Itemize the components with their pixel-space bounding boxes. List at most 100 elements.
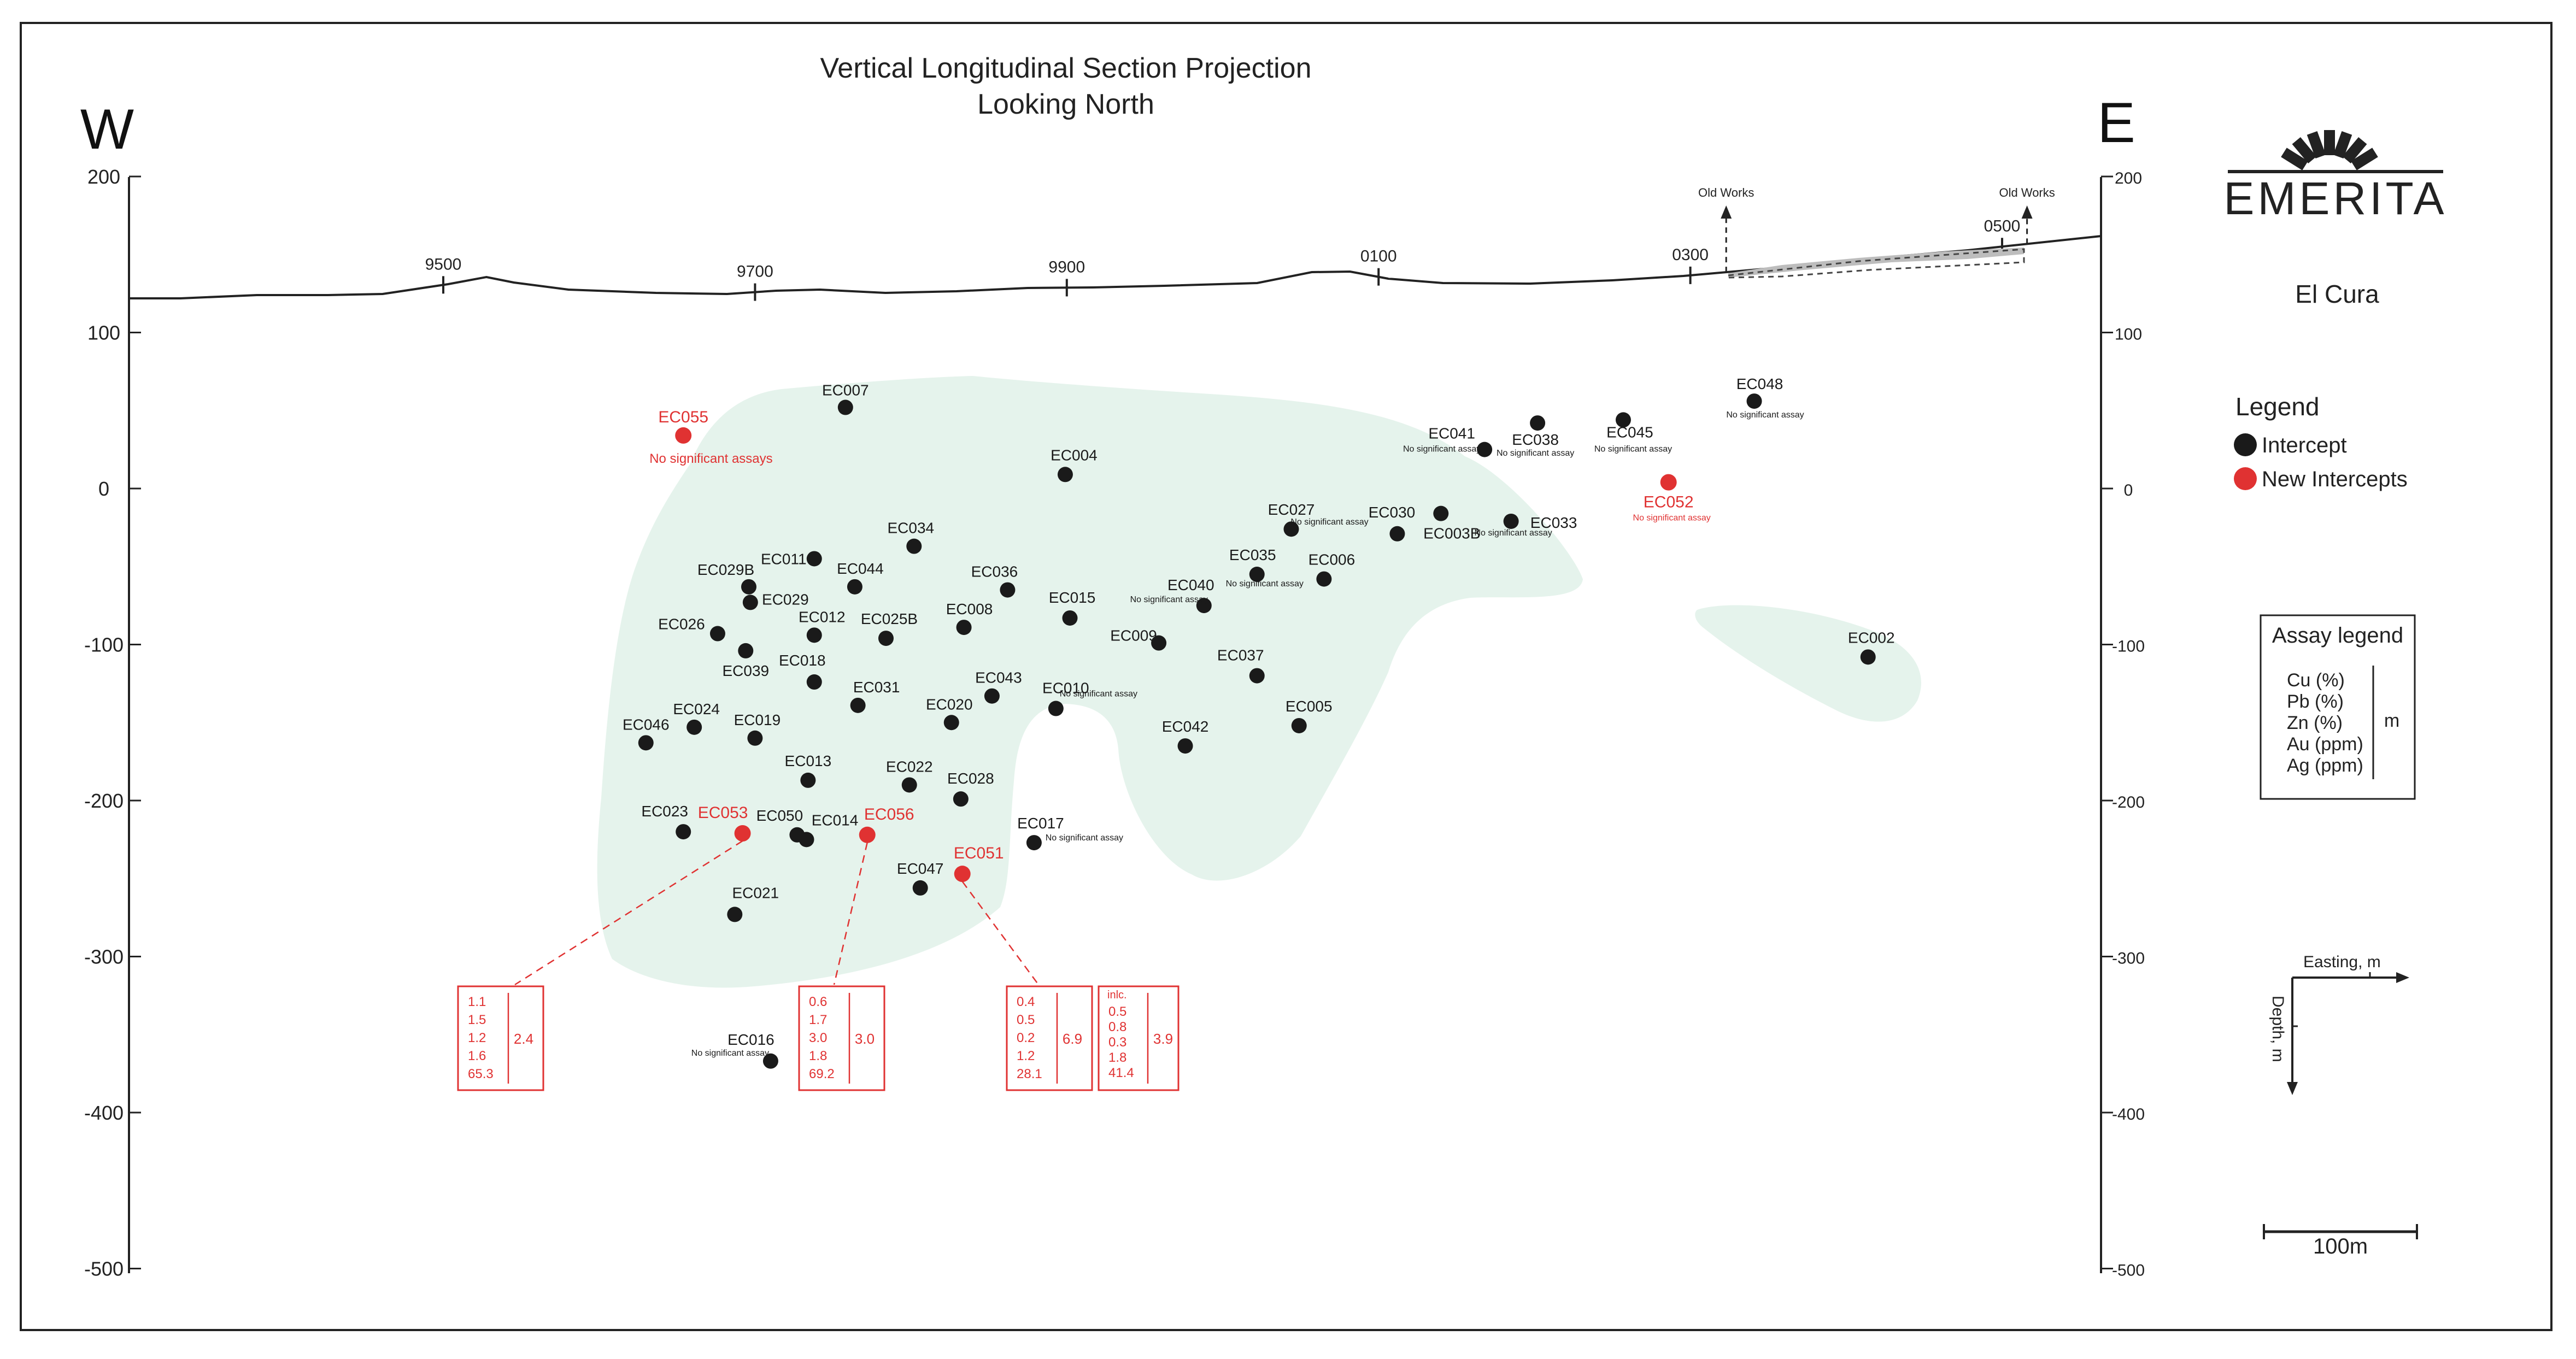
hole-label: EC008: [946, 601, 993, 617]
intercept-marker: [1433, 505, 1449, 521]
hole-label: EC031: [853, 679, 900, 696]
assay-box-width: 6.9: [1063, 1031, 1082, 1047]
hole-label: EC029: [762, 591, 809, 608]
assay-boxes: 1.11.51.21.665.32.40.61.73.01.869.23.00.…: [457, 985, 1180, 1091]
left-depth-tick-label: -100: [84, 634, 124, 656]
easting-tick-label: 9700: [737, 263, 773, 281]
hole-label: EC015: [1049, 589, 1096, 606]
intercept-marker: [1860, 649, 1876, 665]
hole-label: EC019: [734, 711, 781, 728]
hole-label: EC042: [1162, 718, 1209, 735]
hole-label: EC025B: [861, 610, 918, 627]
legend-title: Legend: [2235, 392, 2320, 421]
hole-label: EC046: [623, 716, 670, 733]
intercept-marker: [837, 399, 853, 415]
hole-note: No significant assay: [1594, 444, 1672, 454]
hole-label: EC028: [947, 770, 994, 787]
depth-label: Depth, m: [2269, 996, 2287, 1062]
intercept-marker: [686, 719, 702, 735]
intercept-marker: [806, 551, 822, 567]
assay-box-value: 1.2: [1017, 1049, 1035, 1063]
hole-label: EC007: [822, 382, 869, 399]
hole-label: EC043: [975, 669, 1022, 686]
hole-note: No significant assay: [1726, 410, 1804, 420]
intercept-marker: [1283, 521, 1299, 537]
hole-label: EC011: [761, 550, 807, 567]
intercept-marker: [806, 627, 822, 643]
intercept-marker: [847, 579, 862, 595]
hole-label: EC006: [1308, 551, 1356, 568]
easting-tick-label: 0500: [1984, 217, 2021, 235]
intercept-marker: [1057, 467, 1073, 483]
hole-label: EC024: [673, 701, 720, 717]
easting-tick-label: 9900: [1048, 258, 1085, 276]
easting-label: Easting, m: [2303, 953, 2381, 971]
hole-note: No significant assay: [1403, 445, 1481, 454]
new-intercept-marker: [675, 427, 692, 444]
right-depth-tick-label: 100: [2115, 326, 2142, 344]
assay-box: [1006, 985, 1093, 1091]
intercept-marker: [799, 832, 814, 848]
intercept-marker: [943, 715, 959, 731]
hole-label: EC027: [1268, 501, 1315, 518]
hole-label: EC012: [799, 608, 846, 625]
hole-label: EC003B: [1423, 525, 1480, 542]
intercept-marker: [1177, 738, 1193, 754]
assay-leader-line: [514, 840, 743, 986]
intercept-marker: [1249, 567, 1265, 583]
intercept-marker: [762, 1053, 778, 1069]
mineralized-zone-east: [1695, 605, 1921, 722]
assay-legend-row: Pb (%): [2287, 691, 2344, 712]
right-depth-tick-label: -400: [2112, 1105, 2145, 1123]
assay-box-value: 3.0: [809, 1031, 827, 1045]
right-depth-tick-label: -300: [2112, 950, 2145, 968]
title-line-2: Looking North: [977, 89, 1154, 120]
hole-note: No significant assays: [649, 451, 772, 466]
hole-label: EC040: [1167, 576, 1214, 593]
intercept-legend-icon: [2234, 433, 2257, 456]
intercept-marker: [1316, 571, 1332, 587]
topographic-surface: [129, 235, 2102, 299]
legend-item-label: Intercept: [2262, 433, 2347, 457]
intercept-marker: [1389, 526, 1405, 542]
assay-box-value: 28.1: [1017, 1067, 1042, 1081]
intercept-marker: [984, 688, 1000, 704]
hole-label: EC026: [658, 616, 705, 633]
project-name: El Cura: [2295, 280, 2379, 308]
hole-note: No significant assay: [1226, 579, 1304, 589]
left-depth-tick-label: -400: [84, 1102, 124, 1124]
legend-item-label: New Intercepts: [2262, 467, 2408, 491]
assay-box-header: inlc.: [1107, 989, 1127, 1001]
assay-legend-row: Zn (%): [2287, 713, 2343, 733]
easting-tick-label: 9500: [425, 255, 462, 273]
easting-tick-label: 0300: [1672, 246, 1709, 264]
left-depth-tick-label: 200: [87, 166, 120, 188]
new-intercept-legend-icon: [2234, 467, 2257, 490]
assay-box-value: 1.7: [809, 1013, 827, 1027]
old-works-arrow-icon: [2021, 205, 2033, 219]
hole-label: EC014: [812, 811, 859, 828]
hole-note: No significant assay: [691, 1049, 769, 1058]
intercept-marker: [878, 631, 894, 646]
right-depth-tick-label: 0: [2124, 481, 2133, 499]
assay-box-value: 0.8: [1108, 1020, 1126, 1034]
hole-label: EC044: [837, 560, 884, 577]
hole-label: EC056: [864, 805, 914, 823]
scale-bar-label: 100m: [2313, 1234, 2368, 1258]
hole-label: EC022: [886, 758, 933, 775]
assay-box: [457, 985, 544, 1091]
new-intercept-marker: [1660, 474, 1677, 491]
hole-label: EC009: [1110, 627, 1157, 644]
hole-note: No significant assay: [1474, 528, 1552, 538]
intercept-marker: [738, 643, 754, 658]
assay-legend-rows: Cu (%)Pb (%)Zn (%)Au (ppm)Ag (ppm): [2287, 670, 2363, 776]
intercept-marker: [727, 907, 743, 922]
depth-arrow-head: [2287, 1082, 2298, 1095]
old-works-label: Old Works: [1698, 186, 1754, 199]
hole-note: No significant assay: [1497, 449, 1574, 458]
hole-note: No significant assay: [1060, 690, 1137, 699]
hole-label: EC023: [641, 803, 688, 820]
intercept-marker: [850, 697, 866, 713]
